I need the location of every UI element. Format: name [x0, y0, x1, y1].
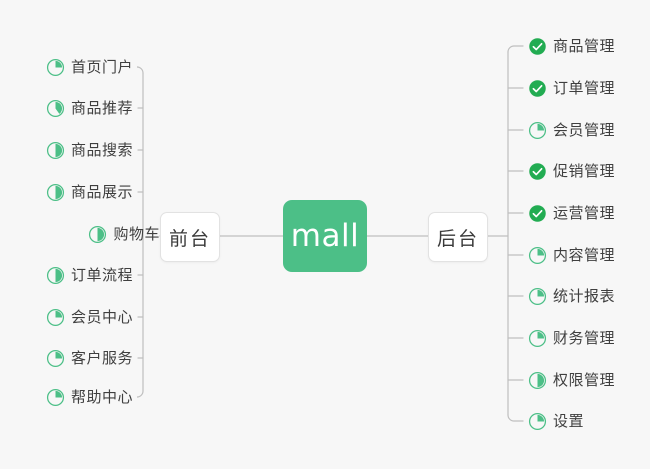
mindmap-item-backend-5[interactable]: 内容管理 [528, 242, 650, 268]
progress-pie-icon [46, 349, 65, 367]
mindmap-item-label: 帮助中心 [70, 388, 133, 406]
check-circle-icon [529, 162, 546, 180]
progress-pie-icon [89, 225, 107, 243]
mindmap-item-frontend-1[interactable]: 商品推荐 [0, 95, 133, 121]
progress-pie-icon [528, 246, 547, 264]
mindmap-item-frontend-0[interactable]: 首页门户 [0, 54, 133, 80]
progress-pie-icon [528, 412, 547, 430]
mindmap-item-backend-8[interactable]: 权限管理 [528, 367, 650, 393]
mindmap-item-frontend-8[interactable]: 帮助中心 [0, 384, 133, 410]
mindmap-item-backend-0[interactable]: 商品管理 [528, 33, 650, 59]
progress-pie-icon [46, 58, 65, 76]
progress-pie-icon [46, 308, 65, 326]
branch-node-frontend[interactable]: 前台 [160, 212, 220, 262]
mindmap-item-label: 内容管理 [553, 246, 616, 264]
mindmap-item-frontend-2[interactable]: 商品搜索 [0, 137, 133, 163]
progress-pie-icon [46, 99, 65, 117]
mindmap-item-label: 订单管理 [553, 79, 616, 97]
mindmap-item-backend-1[interactable]: 订单管理 [528, 75, 650, 101]
progress-pie-icon [528, 287, 547, 305]
mindmap-item-frontend-3[interactable]: 商品展示 [0, 179, 133, 205]
check-circle-icon [529, 79, 546, 97]
mindmap-item-backend-4[interactable]: 运营管理 [528, 200, 650, 226]
mindmap-item-frontend-4[interactable]: 购物车 [0, 221, 160, 247]
mindmap-item-label: 会员管理 [553, 121, 616, 139]
mindmap-item-label: 首页门户 [70, 58, 133, 76]
mindmap-item-backend-2[interactable]: 会员管理 [528, 117, 650, 143]
mindmap-item-label: 促销管理 [553, 162, 616, 180]
mindmap-item-label: 订单流程 [70, 266, 133, 284]
mindmap-item-label: 商品推荐 [70, 99, 133, 117]
mindmap-item-frontend-7[interactable]: 客户服务 [0, 345, 133, 371]
mindmap-item-label: 商品搜索 [70, 141, 133, 159]
mindmap-item-label: 商品管理 [553, 37, 616, 55]
check-circle-icon [529, 37, 546, 55]
progress-pie-icon [46, 183, 65, 201]
mindmap-item-label: 运营管理 [553, 204, 616, 222]
root-node-mall[interactable]: mall [283, 200, 367, 272]
mindmap-item-backend-6[interactable]: 统计报表 [528, 283, 650, 309]
mindmap-item-label: 会员中心 [70, 308, 133, 326]
mindmap-item-label: 权限管理 [553, 371, 616, 389]
mindmap-item-backend-9[interactable]: 设置 [528, 408, 650, 434]
mindmap-item-backend-7[interactable]: 财务管理 [528, 325, 650, 351]
mindmap-item-label: 商品展示 [70, 183, 133, 201]
mindmap-item-label: 财务管理 [553, 329, 616, 347]
progress-pie-icon [46, 266, 65, 284]
mindmap-item-frontend-6[interactable]: 会员中心 [0, 304, 133, 330]
progress-pie-icon [528, 371, 547, 389]
check-circle-icon [529, 204, 546, 222]
mindmap-item-frontend-5[interactable]: 订单流程 [0, 262, 133, 288]
progress-pie-icon [528, 121, 547, 139]
progress-pie-icon [46, 141, 65, 159]
branch-node-backend[interactable]: 后台 [428, 212, 488, 262]
mindmap-item-label: 设置 [553, 412, 585, 430]
mindmap-item-label: 客户服务 [70, 349, 133, 367]
mindmap-item-label: 统计报表 [553, 287, 616, 305]
mindmap-item-label: 购物车 [113, 225, 160, 243]
mindmap-item-backend-3[interactable]: 促销管理 [528, 158, 650, 184]
progress-pie-icon [528, 329, 547, 347]
progress-pie-icon [46, 388, 65, 406]
